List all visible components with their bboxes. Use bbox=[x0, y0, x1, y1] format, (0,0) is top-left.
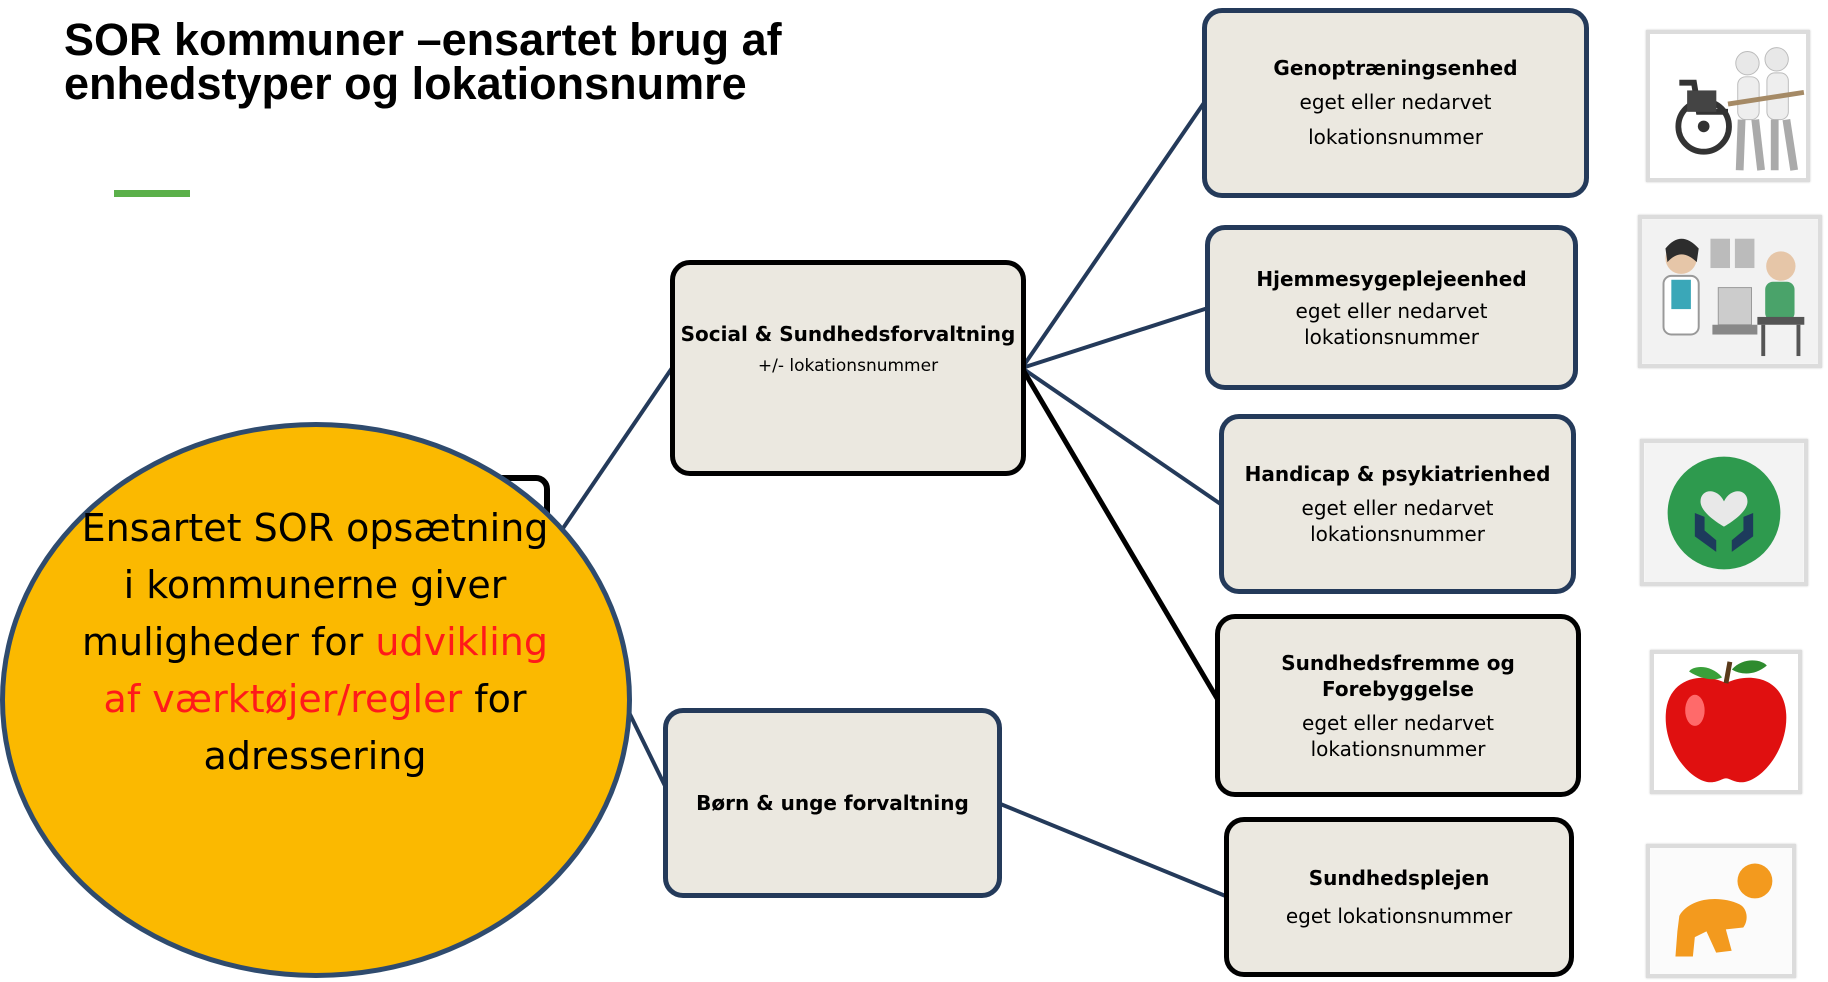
node-hjemmesyge-sub1: eget eller nedarvet bbox=[1295, 298, 1488, 323]
connector-social-genoptraening bbox=[1020, 95, 1210, 370]
callout-text-part2: for adressering bbox=[203, 677, 527, 778]
page-title-line2: enhedstyper og lokationsnumre bbox=[64, 58, 747, 109]
node-handicap-psykiatrienhed: Handicap & psykiatrienhed eget eller ned… bbox=[1219, 414, 1576, 594]
node-handicap-title: Handicap & psykiatrienhed bbox=[1244, 462, 1551, 486]
connector-social-sundhedsfremme bbox=[1019, 366, 1221, 702]
node-boern-unge-forvaltning: Børn & unge forvaltning bbox=[663, 708, 1002, 898]
heart-hands-icon bbox=[1640, 439, 1808, 586]
node-hjemmesygeplejeenhed: Hjemmesygeplejeenhed eget eller nedarvet… bbox=[1205, 225, 1578, 390]
node-genoptraening-title: Genoptræningsenhed bbox=[1273, 56, 1518, 80]
rehabilitation-icon bbox=[1646, 30, 1810, 182]
node-sundhedsplejen: Sundhedsplejen eget lokationsnummer bbox=[1224, 817, 1574, 977]
connector-social-handicap bbox=[1020, 366, 1224, 507]
node-handicap-sub2: lokationsnummer bbox=[1310, 522, 1485, 546]
callout-text-highlight: udvikling af værktøjer/regler bbox=[103, 620, 548, 721]
node-genoptraening-sub1: eget eller nedarvet bbox=[1299, 90, 1492, 114]
node-boern-title: Børn & unge forvaltning bbox=[696, 791, 969, 815]
callout-circle bbox=[0, 422, 632, 978]
node-handicap-sub1: eget eller nedarvet bbox=[1301, 496, 1494, 520]
node-genoptraeningsenhed: Genoptræningsenhed eget eller nedarvet l… bbox=[1202, 8, 1589, 198]
apple-icon bbox=[1650, 650, 1802, 794]
node-sundhedsfremme-sub2: lokationsnummer bbox=[1310, 736, 1486, 761]
node-genoptraening-sub2: lokationsnummer bbox=[1308, 125, 1483, 149]
node-social-subtitle: +/- lokationsnummer bbox=[757, 356, 939, 376]
home-nursing-icon bbox=[1638, 215, 1822, 368]
connector-social-hjemmesyge bbox=[1021, 306, 1209, 370]
connector-root-social bbox=[553, 366, 674, 542]
page-title: SOR kommuner –ensartet brug af enhedstyp… bbox=[64, 14, 964, 109]
node-sundhedsfremme-title: Sundhedsfremme og Forebyggelse bbox=[1281, 650, 1515, 701]
callout-text: Ensartet SOR opsætning i kommunerne give… bbox=[80, 500, 550, 785]
node-sundhedsplejen-title: Sundhedsplejen bbox=[1308, 865, 1490, 890]
title-accent-bar bbox=[114, 190, 190, 197]
connector-boern-sundhedsplejen bbox=[997, 801, 1229, 899]
node-hjemmesyge-sub2: lokationsnummer bbox=[1304, 324, 1479, 349]
node-sundhedsfremme-forebyggelse: Sundhedsfremme og Forebyggelse eget elle… bbox=[1215, 614, 1581, 797]
node-sundhedsfremme-sub1: eget eller nedarvet bbox=[1302, 710, 1494, 735]
node-social-title: Social & Sundhedsforvaltning bbox=[680, 322, 1016, 346]
node-sundhedsplejen-sub1: eget lokationsnummer bbox=[1285, 903, 1513, 928]
callout-text-part1: Ensartet SOR opsætning i kommunerne give… bbox=[81, 506, 549, 664]
node-social-sundhedsforvaltning: Social & Sundhedsforvaltning +/- lokatio… bbox=[670, 260, 1026, 476]
baby-crawling-icon bbox=[1646, 844, 1796, 978]
page-title-line1: SOR kommuner –ensartet brug af bbox=[64, 14, 782, 65]
node-hjemmesyge-title: Hjemmesygeplejeenhed bbox=[1256, 266, 1527, 291]
